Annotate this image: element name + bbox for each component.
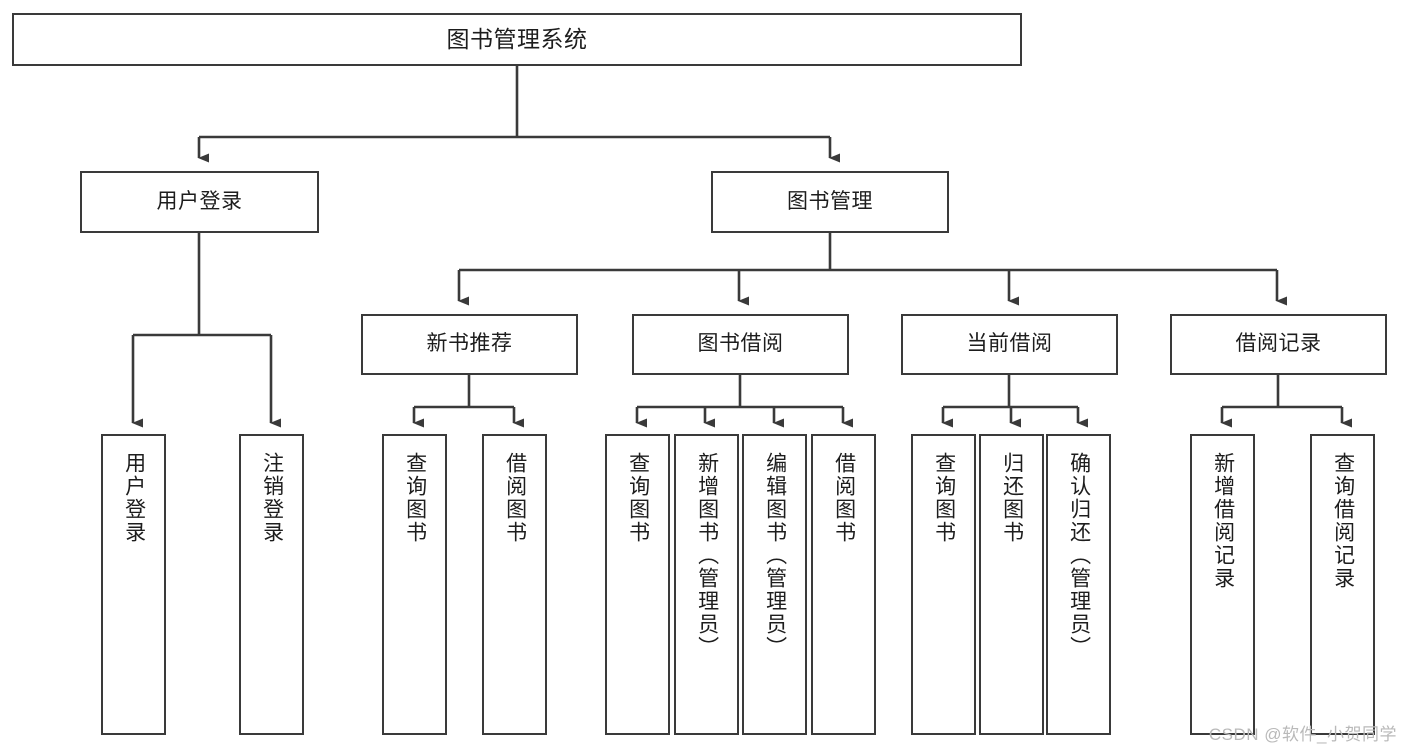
node-leaf-record-query[interactable]: 查询借阅记录 [1310, 434, 1375, 735]
node-leaf-user-logout[interactable]: 注销登录 [239, 434, 304, 735]
node-leaf-borrow-edit-book[interactable]: 编辑图书（管理员） [742, 434, 807, 735]
node-leaf-borrow-add-book[interactable]: 新增图书（管理员） [674, 434, 739, 735]
node-leaf-rec-query-book[interactable]: 查询图书 [382, 434, 447, 735]
node-leaf-user-login[interactable]: 用户登录 [101, 434, 166, 735]
node-label: 新增图书（管理员） [695, 452, 719, 659]
node-label: 编辑图书（管理员） [763, 452, 787, 659]
node-book-manage[interactable]: 图书管理 [711, 171, 949, 233]
node-label: 查询图书 [626, 452, 650, 544]
node-label: 借阅记录 [1235, 332, 1322, 356]
node-label: 注销登录 [260, 452, 284, 544]
node-leaf-rec-borrow-book[interactable]: 借阅图书 [482, 434, 547, 735]
node-label: 借阅图书 [832, 452, 856, 544]
node-label: 用户登录 [122, 452, 146, 544]
node-label: 图书借阅 [697, 332, 784, 356]
node-label: 新增借阅记录 [1211, 452, 1235, 590]
node-borrow-record[interactable]: 借阅记录 [1170, 314, 1387, 375]
node-current-borrow[interactable]: 当前借阅 [901, 314, 1118, 375]
node-label: 查询图书 [403, 452, 427, 544]
node-book-borrow[interactable]: 图书借阅 [632, 314, 849, 375]
node-new-book-rec[interactable]: 新书推荐 [361, 314, 578, 375]
node-leaf-current-query-book[interactable]: 查询图书 [911, 434, 976, 735]
node-label: 查询图书 [932, 452, 956, 544]
node-label: 新书推荐 [426, 332, 513, 356]
node-label: 图书管理系统 [446, 25, 588, 52]
node-leaf-borrow-query-book[interactable]: 查询图书 [605, 434, 670, 735]
node-label: 图书管理 [787, 189, 873, 213]
node-label: 借阅图书 [503, 452, 527, 544]
node-root-system[interactable]: 图书管理系统 [12, 13, 1022, 66]
node-leaf-record-add[interactable]: 新增借阅记录 [1190, 434, 1255, 735]
node-user-login[interactable]: 用户登录 [80, 171, 319, 233]
node-label: 用户登录 [156, 189, 243, 213]
node-leaf-current-return-book[interactable]: 归还图书 [979, 434, 1044, 735]
node-label: 归还图书 [1000, 452, 1024, 544]
node-label: 查询借阅记录 [1331, 452, 1355, 590]
node-leaf-borrow-borrow-book[interactable]: 借阅图书 [811, 434, 876, 735]
node-label: 当前借阅 [966, 332, 1053, 356]
node-label: 确认归还（管理员） [1067, 452, 1091, 659]
node-leaf-current-confirm-return[interactable]: 确认归还（管理员） [1046, 434, 1111, 735]
